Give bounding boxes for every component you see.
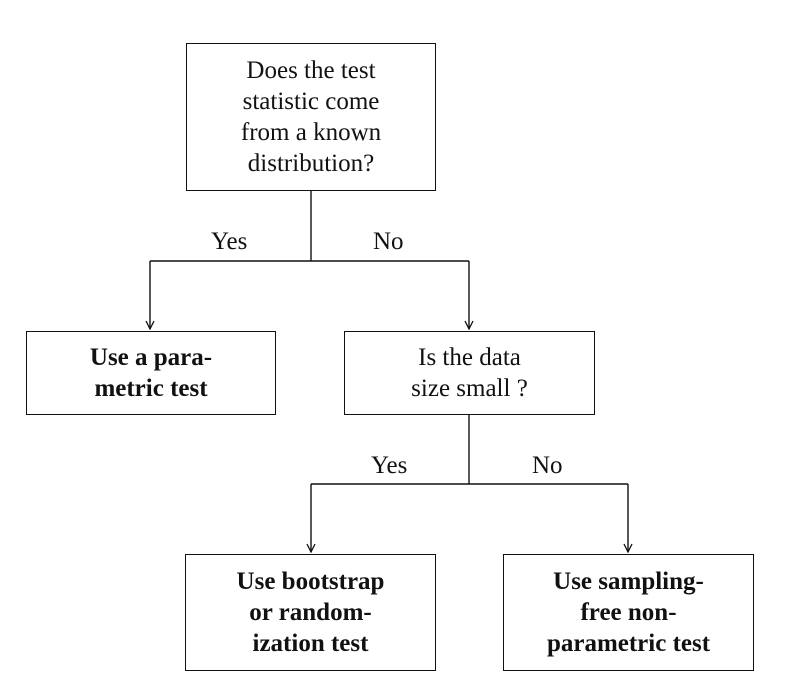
- root-question-box: Does the test statistic come from a know…: [186, 43, 436, 191]
- sampling-free-box: Use sampling- free non- parametric test: [503, 554, 754, 671]
- size-no-label: No: [532, 452, 563, 479]
- parametric-box: Use a para- metric test: [26, 331, 276, 415]
- root-no-label: No: [373, 228, 404, 255]
- size-yes-label: Yes: [371, 452, 408, 479]
- bootstrap-box: Use bootstrap or random- ization test: [185, 554, 436, 671]
- size-question-text: Is the data size small ?: [411, 344, 528, 402]
- root-yes-label: Yes: [211, 228, 248, 255]
- root-question-text: Does the test statistic come from a know…: [240, 57, 382, 177]
- parametric-text: Use a para- metric test: [89, 344, 213, 402]
- sampling-free-text: Use sampling- free non- parametric test: [546, 568, 711, 657]
- bootstrap-text: Use bootstrap or random- ization test: [236, 568, 385, 657]
- size-question-box: Is the data size small ?: [344, 331, 595, 415]
